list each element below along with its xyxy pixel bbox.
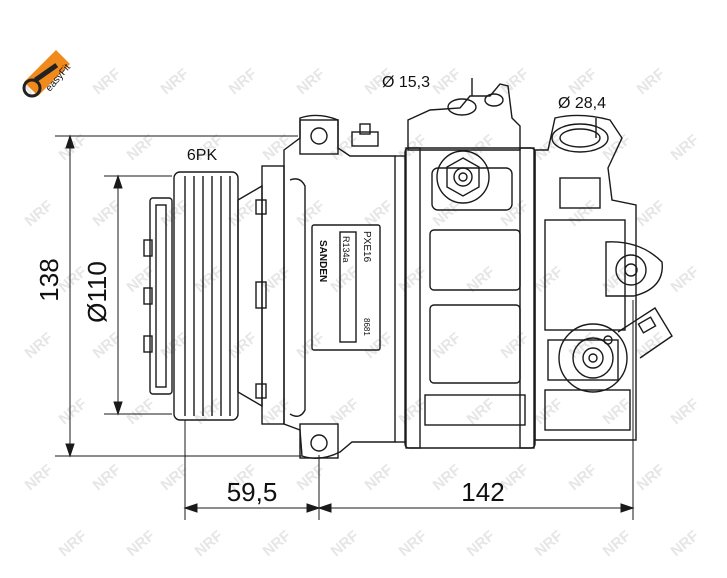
- watermark-tile: NRF: [260, 263, 295, 296]
- watermark-tile: NRF: [328, 395, 363, 428]
- watermark-tile: NRF: [600, 527, 635, 560]
- plate-brand: SANDEN: [317, 240, 328, 282]
- name-plate: [311, 224, 381, 351]
- body-length-dimension: 142: [461, 477, 504, 507]
- dimension-lines: [55, 134, 635, 520]
- watermark-tile: NRF: [668, 395, 703, 428]
- watermark-tile: NRF: [532, 395, 567, 428]
- clutch-plate: [143, 197, 173, 395]
- watermark-tile: NRF: [90, 197, 125, 230]
- cylinder-body: [283, 114, 405, 459]
- watermark-tile: NRF: [22, 461, 57, 494]
- watermark-tile: NRF: [294, 329, 329, 362]
- watermark-tile: NRF: [158, 329, 193, 362]
- pulley-diameter-dimension: Ø110: [82, 261, 112, 323]
- watermark-tile: NRF: [430, 461, 465, 494]
- watermark-tile: NRF: [260, 395, 295, 428]
- watermark-tile: NRF: [362, 461, 397, 494]
- watermark-tile: NRF: [532, 527, 567, 560]
- compressor-outline: [143, 78, 673, 459]
- watermark-tile: NRF: [566, 461, 601, 494]
- belt-profile-callout: 6PK: [187, 147, 218, 164]
- watermark-tile: NRF: [464, 527, 499, 560]
- watermark-tile: NRF: [158, 197, 193, 230]
- watermark-tile: NRF: [192, 527, 227, 560]
- watermark-tile: NRF: [464, 263, 499, 296]
- watermark-tile: NRF: [124, 395, 159, 428]
- watermark-tile: NRF: [90, 65, 125, 98]
- watermark-tile: NRF: [600, 263, 635, 296]
- wrench-handle: [34, 63, 59, 83]
- watermark-tile: NRF: [634, 197, 669, 230]
- watermark-tile: NRF: [294, 65, 329, 98]
- watermark-tile: NRF: [56, 527, 91, 560]
- plate-model: PXE16: [361, 231, 372, 263]
- watermark-tile: NRF: [634, 65, 669, 98]
- easyfit-logo: easyFit: [22, 50, 73, 98]
- watermark-tile: NRF: [328, 527, 363, 560]
- plate-refrigerant: R134a: [341, 236, 351, 263]
- discharge-port-callout: Ø 28,4: [558, 95, 606, 112]
- watermark-tile: NRF: [56, 395, 91, 428]
- pulley-offset-dimension: 59,5: [227, 477, 278, 507]
- watermark-tile: NRF: [294, 461, 329, 494]
- watermark-tile: NRF: [124, 263, 159, 296]
- watermark-tile: NRF: [260, 527, 295, 560]
- watermark-tile: NRF: [226, 65, 261, 98]
- watermark-tile: NRF: [328, 263, 363, 296]
- watermark-tile: NRF: [124, 527, 159, 560]
- watermark-tile: NRF: [566, 197, 601, 230]
- watermark-tile: NRF: [90, 461, 125, 494]
- plate-code: 8681: [362, 318, 371, 336]
- watermark-tile: NRF: [498, 65, 533, 98]
- watermark-tile: NRF: [634, 329, 669, 362]
- suction-port-callout: Ø 15,3: [382, 74, 430, 91]
- watermark-tile: NRF: [634, 461, 669, 494]
- height-dimension: 138: [34, 258, 64, 301]
- watermark-tile: NRF: [430, 65, 465, 98]
- control-valve-connector: [558, 307, 673, 393]
- watermark-tile: NRF: [22, 329, 57, 362]
- discharge-housing: [534, 114, 637, 441]
- watermark-tile: NRF: [90, 329, 125, 362]
- watermark-tile: NRF: [22, 197, 57, 230]
- watermark-tile: NRF: [498, 197, 533, 230]
- rear-head: [404, 78, 536, 449]
- watermark-tile: NRF: [668, 131, 703, 164]
- watermark-tile: NRF: [668, 527, 703, 560]
- watermark-tile: NRF: [464, 395, 499, 428]
- name-plate-text: SANDEN PXE16 R134a 8681: [317, 231, 372, 336]
- watermark-tile: NRF: [226, 329, 261, 362]
- watermark-tile: NRF: [668, 263, 703, 296]
- watermark-tile: NRF: [226, 197, 261, 230]
- watermark-tile: NRF: [396, 263, 431, 296]
- watermark-tile: NRF: [158, 461, 193, 494]
- wrench-icon: [22, 78, 42, 98]
- rear-mounting-ear: [605, 241, 663, 297]
- watermark-tile: NRF: [532, 263, 567, 296]
- watermark-tile: NRF: [498, 329, 533, 362]
- watermark-tile: NRF: [396, 527, 431, 560]
- watermark-tile: NRF: [328, 131, 363, 164]
- watermark-tile: NRF: [566, 65, 601, 98]
- watermark-tile: NRF: [430, 329, 465, 362]
- service-valve: [436, 150, 490, 204]
- watermark-tile: NRF: [158, 65, 193, 98]
- watermark-tile: NRF: [600, 395, 635, 428]
